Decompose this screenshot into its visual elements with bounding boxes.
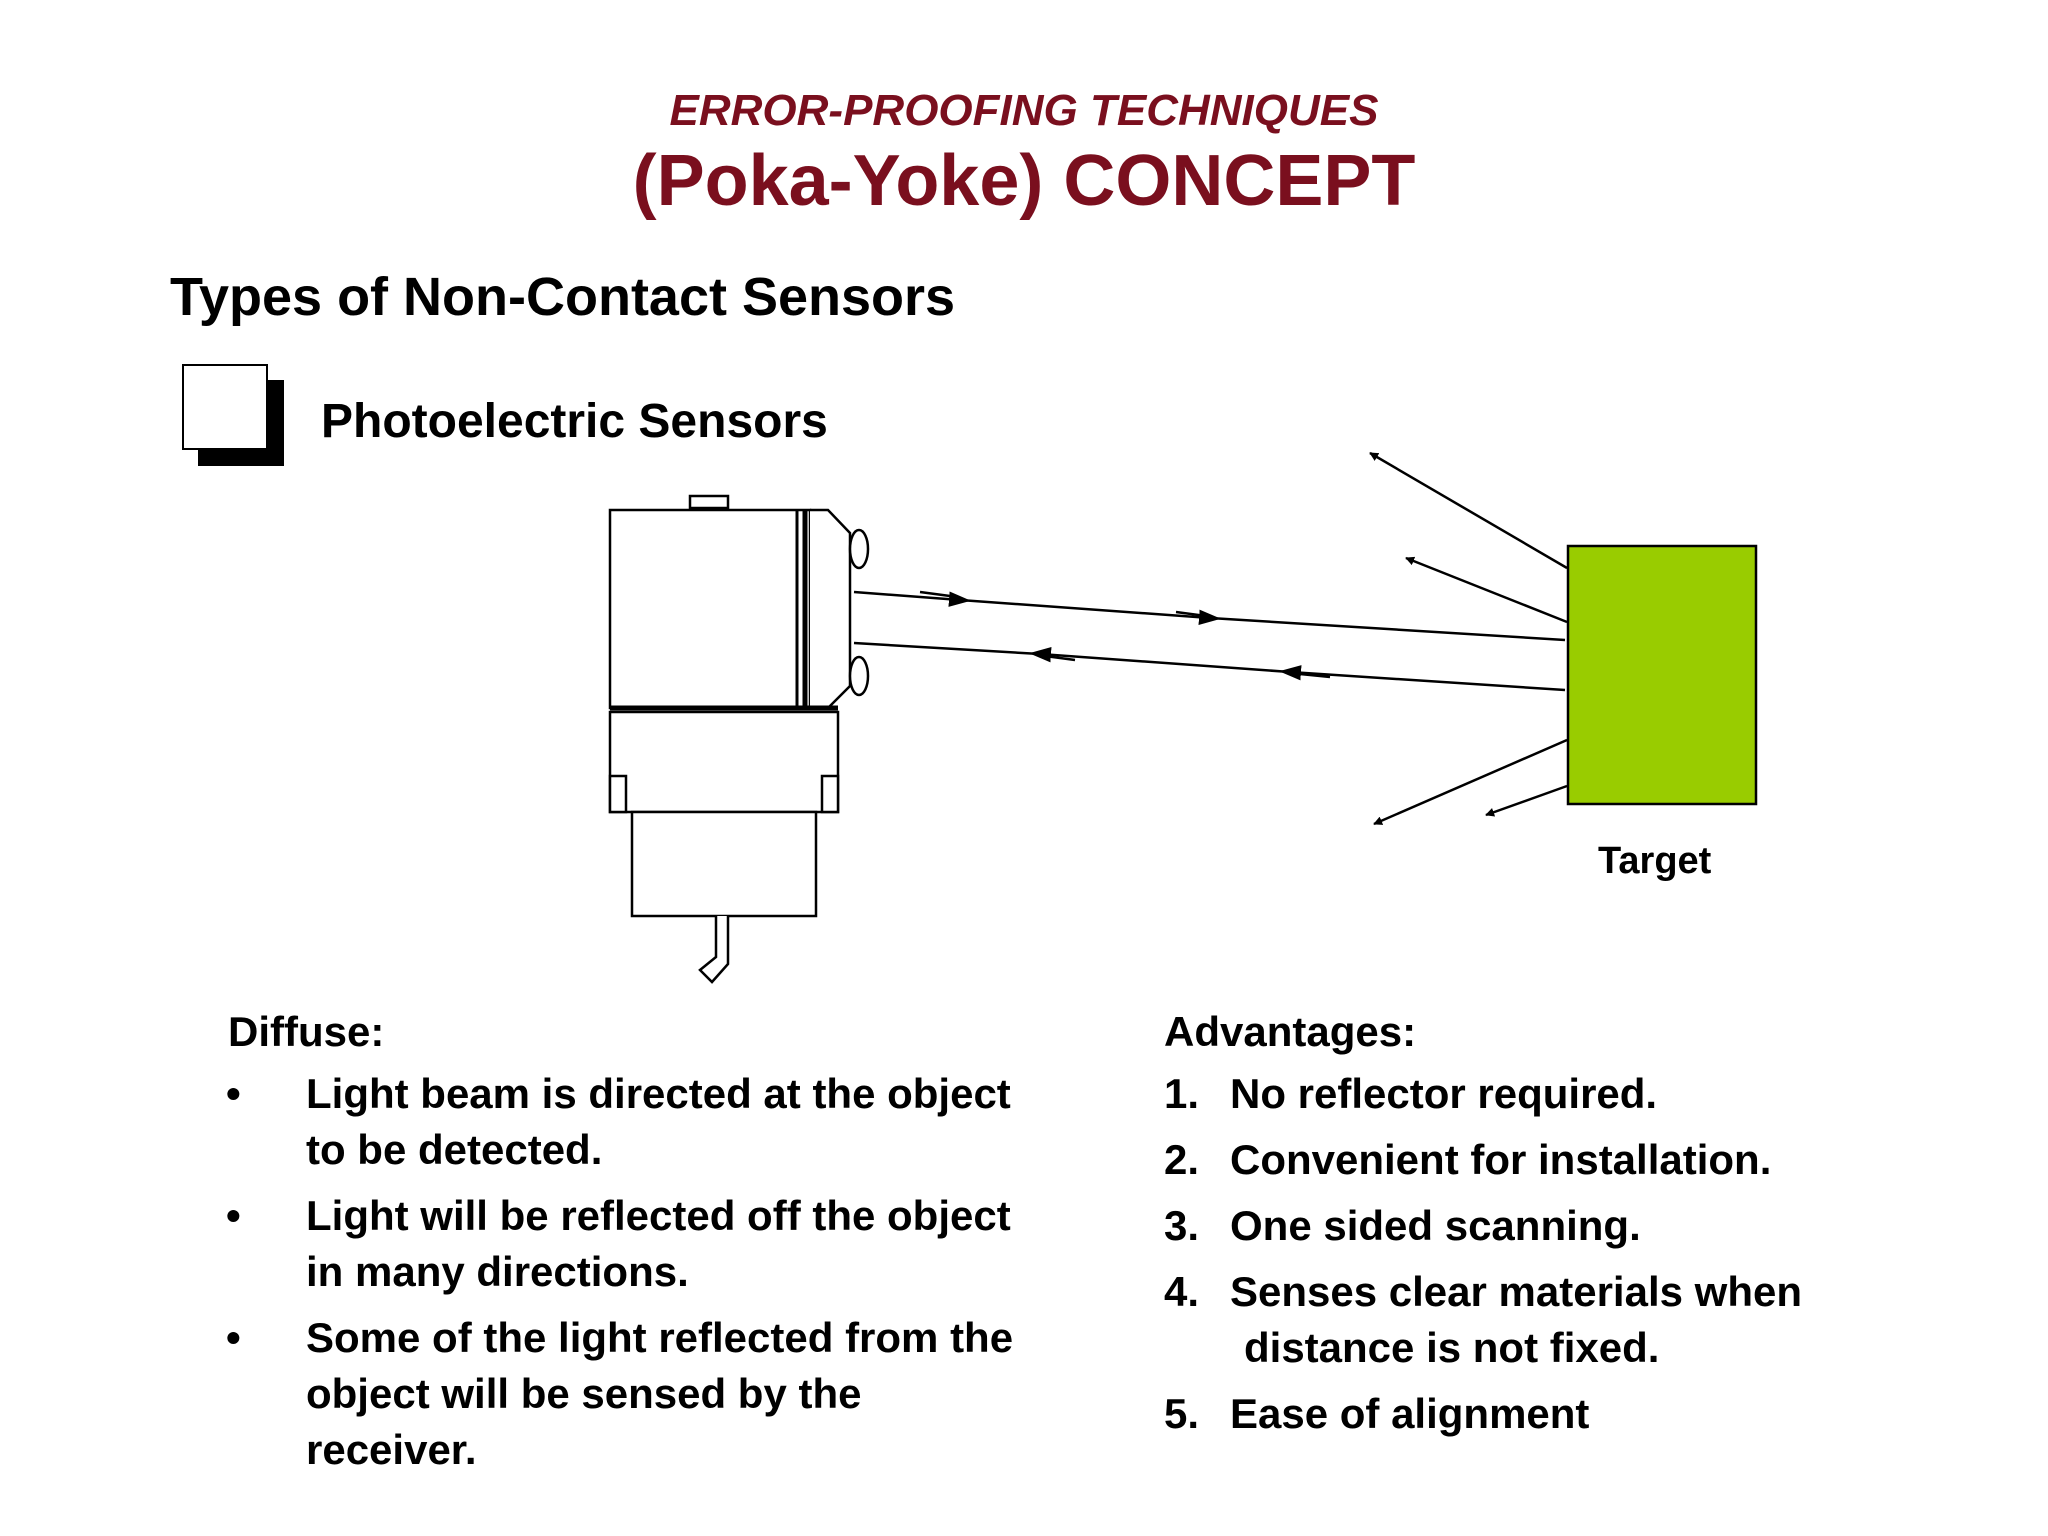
slide-title: (Poka-Yoke) CONCEPT <box>632 141 1416 221</box>
bullet-icon: • <box>226 1314 241 1361</box>
slide-subtitle: ERROR-PROOFING TECHNIQUES <box>669 86 1379 135</box>
list-item: 5. Ease of alignment <box>1164 1390 1590 1437</box>
list-item: 3. One sided scanning. <box>1164 1202 1641 1249</box>
list-item: • Light beam is directed at the object t… <box>220 1066 1040 1178</box>
section-title: Types of Non-Contact Sensors <box>170 267 956 327</box>
target-block <box>1566 544 1758 806</box>
list-item: • Some of the light reflected from the o… <box>220 1310 1040 1478</box>
bullet-icon: • <box>226 1070 241 1117</box>
light-beams <box>853 590 1566 692</box>
list-item: • Light will be reflected off the object… <box>220 1188 1040 1300</box>
checkbox-bullet-icon <box>182 364 284 466</box>
list-item: 2. Convenient for installation. <box>1164 1136 1772 1183</box>
target-label: Target <box>1598 840 1712 882</box>
photoelectric-sensor-icon <box>608 494 870 984</box>
advantages-list: 1. No reflector required. 2. Convenient … <box>1164 1066 1924 1452</box>
subsection-title: Photoelectric Sensors <box>321 395 828 448</box>
list-item: 4. Senses clear materials when distance … <box>1164 1268 1802 1371</box>
diffuse-heading: Diffuse: <box>228 1008 385 1055</box>
scattered-reflections <box>1369 451 1568 826</box>
bullet-icon: • <box>226 1192 241 1239</box>
diffuse-list: • Light beam is directed at the object t… <box>220 1066 1040 1488</box>
list-item: 1. No reflector required. <box>1164 1070 1658 1117</box>
advantages-heading: Advantages: <box>1164 1008 1417 1055</box>
